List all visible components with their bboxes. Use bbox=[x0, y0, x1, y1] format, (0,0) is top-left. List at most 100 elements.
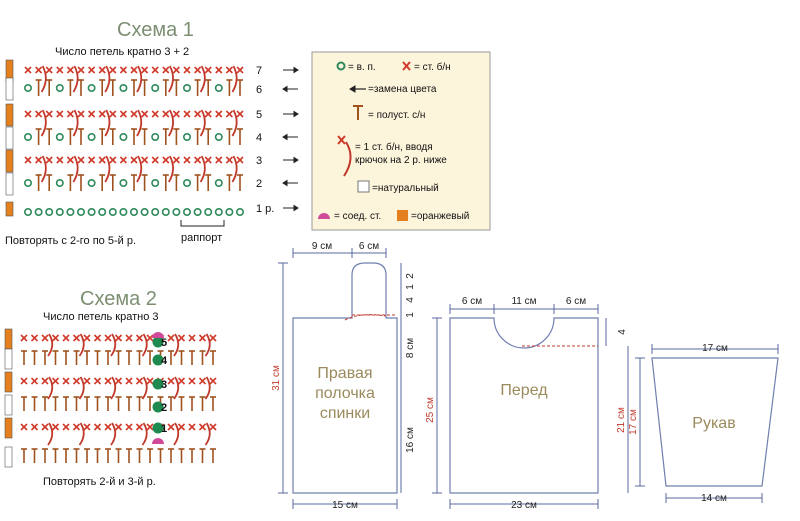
center-dot-icon bbox=[152, 336, 164, 348]
arrow-right-icon bbox=[283, 204, 299, 212]
sc-stroke bbox=[141, 66, 149, 74]
sc-stitch-icon bbox=[215, 66, 223, 74]
chain-stitch-icon bbox=[183, 133, 192, 142]
sc-stroke bbox=[204, 66, 212, 74]
sc-stitch-icon bbox=[119, 110, 127, 118]
sc-stroke bbox=[135, 334, 144, 342]
back-dim-bottom: 15 см bbox=[332, 500, 358, 511]
color-strip bbox=[4, 394, 13, 416]
hdc-stitch-icon bbox=[46, 128, 53, 145]
sc-stroke bbox=[51, 334, 60, 342]
hdc-stitch-icon bbox=[21, 350, 27, 365]
sc-stitch-icon bbox=[104, 423, 112, 431]
hdc-stitch-icon bbox=[105, 350, 111, 365]
sc-stitch-icon bbox=[72, 334, 81, 342]
scheme2-footer: Повторять 2-й и 3-й р. bbox=[43, 476, 156, 488]
hdc-stitch-icon bbox=[205, 174, 212, 191]
arrow-left-icon bbox=[349, 85, 366, 93]
back-dim-right-1a: 1 bbox=[405, 284, 416, 290]
spike-stitch-arc bbox=[47, 376, 54, 400]
hdc-stitch-icon bbox=[63, 396, 69, 411]
chain-stitch-icon bbox=[161, 208, 170, 217]
repeat-label: раппорт bbox=[181, 232, 222, 244]
scheme1-title: Схема 1 bbox=[117, 19, 194, 41]
sc-stitch-icon bbox=[225, 66, 233, 74]
sc-stroke bbox=[98, 66, 106, 74]
spike-stitch-arc bbox=[173, 333, 180, 357]
scheme2-row-number: 3 bbox=[161, 379, 167, 391]
hdc-stitch-icon bbox=[105, 448, 111, 463]
chain-stitch-icon bbox=[119, 133, 128, 142]
sc-stroke bbox=[93, 377, 102, 385]
spike-stitch-arc bbox=[199, 109, 206, 137]
sc-stroke bbox=[24, 156, 32, 164]
sc-stitch-icon bbox=[151, 66, 159, 74]
sc-stitch-icon bbox=[141, 156, 149, 164]
arrow-head bbox=[293, 110, 299, 118]
hdc-stitch-icon bbox=[194, 128, 201, 145]
hdc-stitch-icon bbox=[199, 350, 206, 365]
sc-stroke bbox=[45, 110, 53, 118]
sc-stroke bbox=[188, 423, 196, 431]
chain-stitch-icon bbox=[23, 179, 32, 188]
sc-stroke bbox=[146, 377, 154, 385]
hdc-stitch-icon bbox=[136, 350, 143, 365]
sc-stitch-icon bbox=[35, 110, 43, 118]
sc-stroke bbox=[98, 156, 106, 164]
hdc-stitch-icon bbox=[46, 174, 53, 191]
sc-stroke bbox=[45, 156, 53, 164]
hdc-stitch-icon bbox=[168, 350, 174, 365]
sc-stroke bbox=[225, 110, 233, 118]
hdc-stitch-icon bbox=[147, 448, 153, 463]
sc-stroke bbox=[77, 156, 85, 164]
sc-stitch-icon bbox=[77, 156, 85, 164]
sc-stroke bbox=[198, 423, 207, 431]
hdc-stitch-icon bbox=[21, 448, 27, 463]
hdc-stitch-icon bbox=[78, 79, 84, 96]
hdc-stitch-icon bbox=[84, 448, 90, 463]
spike-x-icon bbox=[337, 135, 346, 145]
hdc-stitch-icon bbox=[35, 128, 42, 145]
hdc-stitch-icon bbox=[210, 350, 216, 365]
spike-stitch-arc bbox=[78, 333, 85, 357]
sc-stroke bbox=[66, 66, 74, 74]
color-strip bbox=[4, 446, 13, 468]
chain-stitch-icon bbox=[172, 208, 181, 217]
back-dim-right-1b: 1 bbox=[405, 312, 416, 318]
back-label-2: полочка bbox=[315, 385, 375, 402]
sc-stitch-icon bbox=[194, 110, 202, 118]
hdc-stitch-icon bbox=[99, 79, 106, 96]
sc-stroke bbox=[104, 423, 112, 431]
sc-stitch-icon bbox=[72, 423, 81, 431]
sc-stroke bbox=[109, 156, 117, 164]
arrow-right-icon bbox=[283, 66, 299, 74]
color-strip bbox=[4, 417, 13, 439]
sc-stroke bbox=[194, 156, 202, 164]
spike-stitch-arc bbox=[72, 65, 79, 93]
color-strip bbox=[5, 172, 14, 196]
sc-stitch-icon bbox=[146, 423, 154, 431]
scheme1-row-number: 6 bbox=[256, 84, 262, 96]
sc-stitch-icon bbox=[209, 377, 217, 385]
sleeve-dim-lines bbox=[635, 344, 779, 503]
back-dim-height: 31 см bbox=[271, 365, 282, 391]
spike-stitch-arc bbox=[136, 109, 143, 137]
hdc-stitch-icon bbox=[73, 350, 80, 365]
sc-stroke bbox=[215, 110, 223, 118]
sc-stroke bbox=[236, 156, 244, 164]
hdc-stitch-icon bbox=[73, 396, 80, 411]
sc-stitch-icon bbox=[98, 66, 106, 74]
hdc-stitch-icon bbox=[109, 128, 116, 145]
front-dim-bottom: 23 см bbox=[511, 500, 537, 511]
chain-stitch-icon bbox=[119, 208, 128, 217]
chain-stitch-icon bbox=[183, 179, 192, 188]
hdc-stitch-icon bbox=[84, 350, 90, 365]
sc-stitch-icon bbox=[162, 156, 170, 164]
hdc-stitch-icon bbox=[35, 174, 42, 191]
arrow-left-icon bbox=[282, 179, 298, 187]
spike-stitch-arc bbox=[47, 422, 54, 446]
sc-stroke bbox=[215, 156, 223, 164]
sc-stroke bbox=[41, 334, 49, 342]
sc-stitch-icon bbox=[41, 377, 49, 385]
hdc-stitch-icon bbox=[173, 174, 180, 191]
